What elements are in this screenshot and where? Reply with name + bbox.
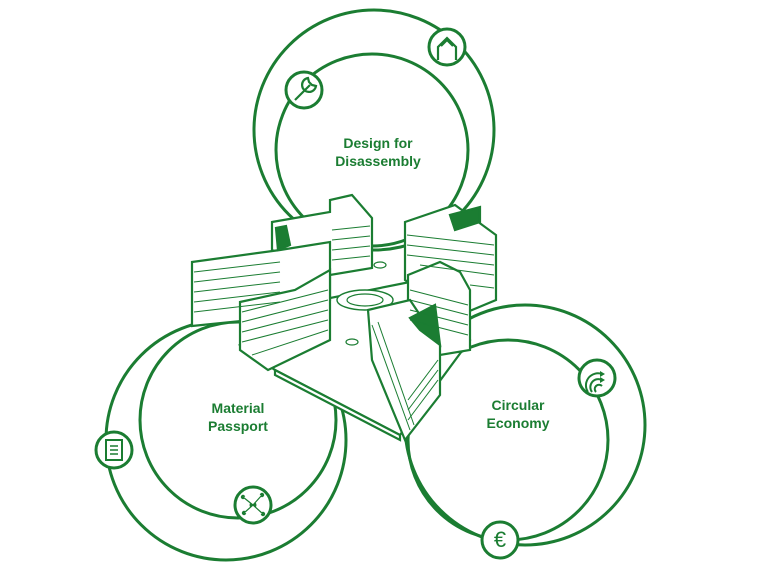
label-line: Circular bbox=[491, 397, 545, 413]
label-design-for-disassembly: Design for Disassembly bbox=[308, 134, 448, 170]
recycle-arrows-icon bbox=[577, 358, 617, 398]
label-line: Economy bbox=[486, 415, 550, 431]
wrench-icon bbox=[284, 70, 324, 110]
label-line: Passport bbox=[208, 418, 268, 434]
building-illustration bbox=[190, 193, 498, 443]
document-icon bbox=[94, 430, 134, 470]
network-icon bbox=[233, 485, 273, 525]
label-line: Design for bbox=[343, 135, 413, 151]
label-material-passport: Material Passport bbox=[168, 399, 308, 435]
euro-glyph: € bbox=[493, 527, 507, 552]
label-line: Disassembly bbox=[335, 153, 421, 169]
floor-lines bbox=[193, 225, 495, 431]
label-circular-economy: Circular Economy bbox=[448, 396, 588, 432]
label-line: Material bbox=[211, 400, 265, 416]
euro-icon bbox=[480, 520, 520, 560]
house-upload-icon bbox=[427, 27, 467, 67]
